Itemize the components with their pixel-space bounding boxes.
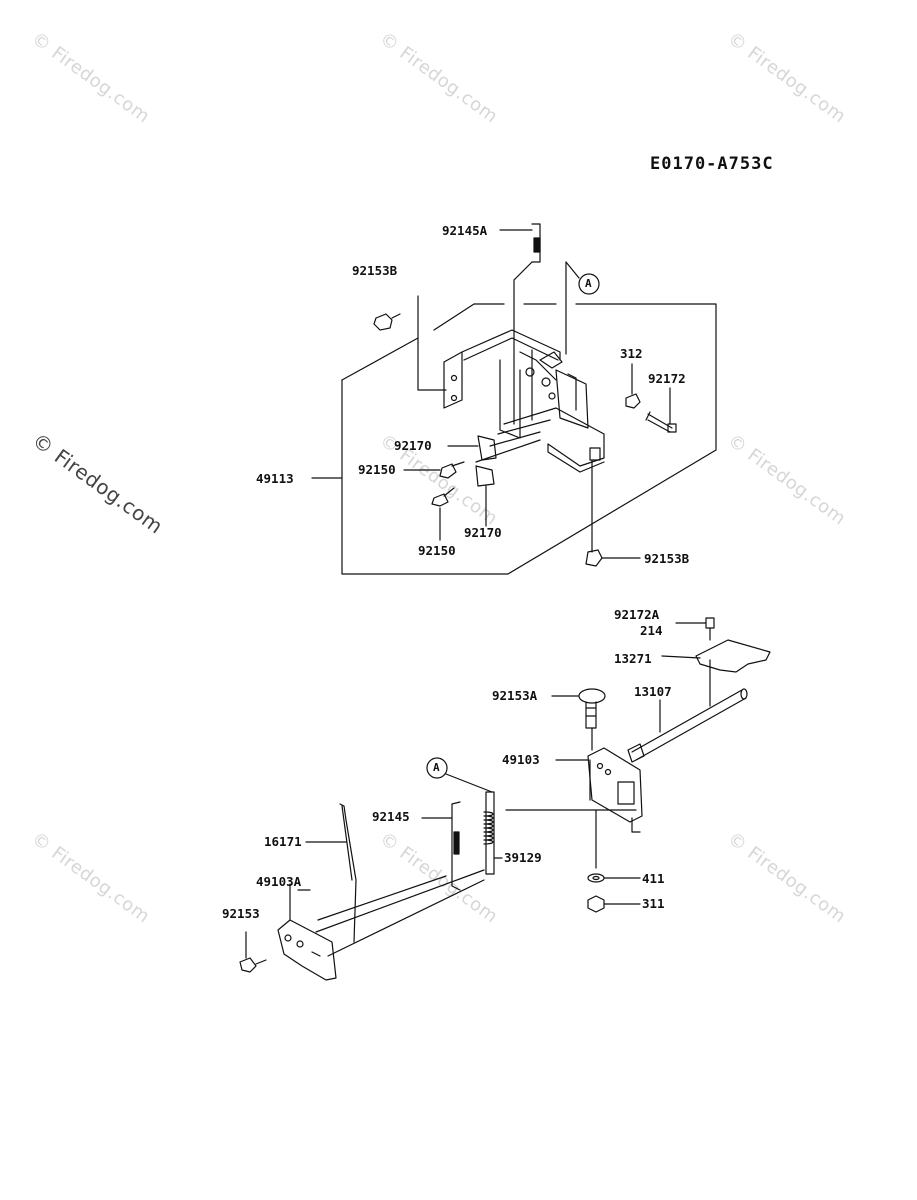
callout-letter-top: A [585,277,592,290]
part-label: 92150 [358,462,396,477]
part-label: 92145A [442,223,488,238]
part-label: 92153B [352,263,398,278]
bolt-92153B-top [374,314,400,330]
plate-13271 [662,640,770,706]
callout-A-bottom [427,758,492,792]
callout-A-top [566,262,599,354]
part-label: 92170 [394,438,432,453]
clamp-92170-upper [448,436,496,460]
bracket-49103 [556,748,642,832]
part-label: 92153 [222,906,260,921]
bolt-92150-upper [404,462,464,478]
lever-49103A [278,870,484,980]
part-label: 16171 [264,834,302,849]
diagram-code: E0170-A753C [650,154,774,174]
bracket-plate-49113 [444,330,604,472]
part-label: 39129 [504,850,542,865]
bolt-92153A [552,689,605,750]
spring-92145A [500,224,540,424]
shaft-13107 [628,689,747,762]
part-label: 411 [642,871,665,886]
part-label: 92153A [492,688,538,703]
part-label: 49103A [256,874,302,889]
bolt-92153 [240,932,266,972]
upper-assembly-outline [342,296,716,574]
part-label: 13271 [614,651,652,666]
spring-92145 [422,802,460,890]
part-label: 312 [620,346,643,361]
part-label: 92145 [372,809,410,824]
part-label: 92172 [648,371,686,386]
clamp-92170-lower [476,466,494,526]
part-label: 92170 [464,525,502,540]
part-label: 13107 [634,684,672,699]
bolt-92150-lower [432,488,454,540]
callout-letter-bottom: A [433,761,440,774]
part-label: 92153B [644,551,690,566]
nut-311 [588,896,640,912]
rod-16171 [306,804,356,942]
part-label: 92172A [614,607,660,622]
washer-411 [588,874,640,882]
bolt-92153B-bottom [586,460,640,566]
part-label: 311 [642,896,665,911]
spring-39129 [484,792,636,874]
part-label: 49113 [256,471,294,486]
part-label: 49103 [502,752,540,767]
part-label: 214 [640,623,663,638]
screw-92172 [646,388,676,432]
nut-312 [626,364,640,408]
part-label: 92150 [418,543,456,558]
screw-92172A [676,618,714,640]
